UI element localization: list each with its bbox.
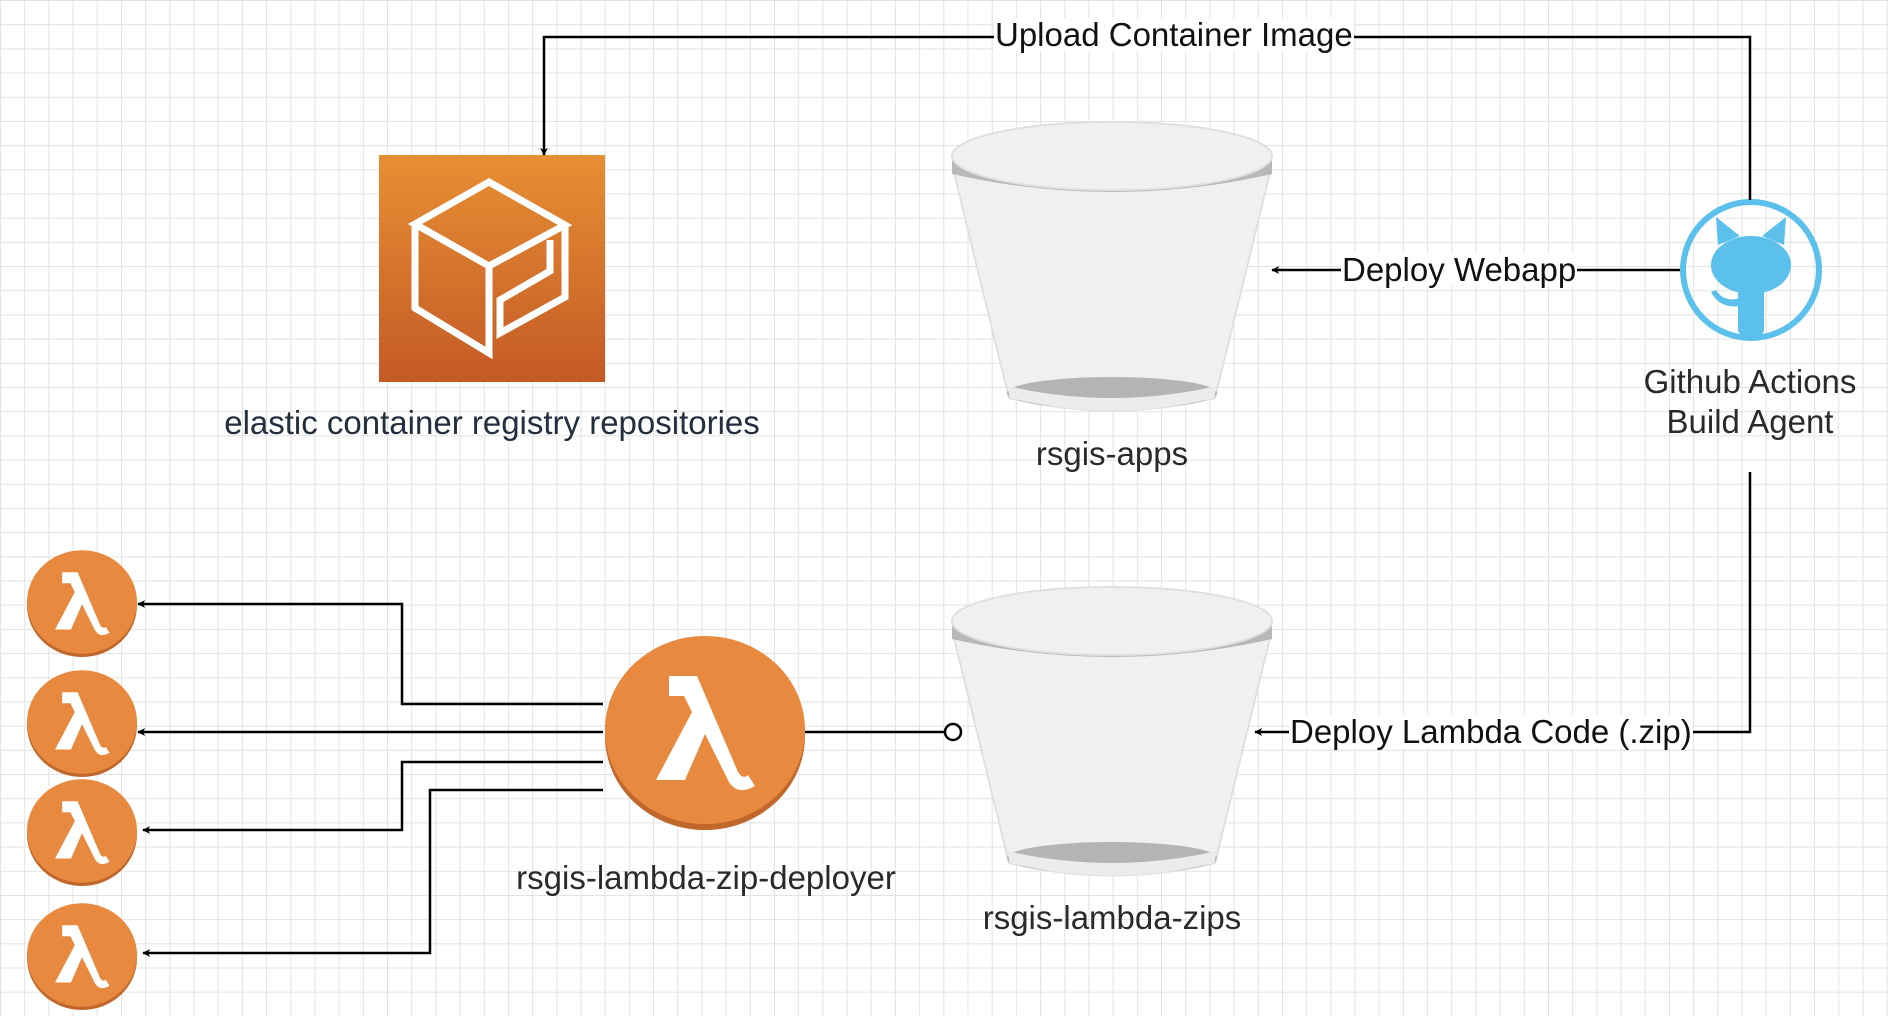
edge-label-upload: Upload Container Image — [994, 16, 1354, 53]
deployer-label: rsgis-lambda-zip-deployer — [516, 859, 896, 896]
edge-to-lambda — [137, 600, 603, 706]
edge-deploy-lambda — [1254, 472, 1752, 736]
s3-bucket-icon — [951, 121, 1273, 412]
agent-label: Github Actions Build Agent — [1644, 362, 1857, 441]
bucket-label-apps: rsgis-apps — [1035, 435, 1189, 472]
edge-to-lambda — [142, 760, 603, 834]
agent-label-line: Github Actions — [1643, 363, 1857, 400]
bucket-label-zips: rsgis-lambda-zips — [982, 899, 1242, 936]
lambda-icon — [26, 903, 137, 1010]
lambda-icon — [26, 550, 137, 657]
edge-to-lambda — [142, 788, 603, 957]
lambda-icon — [26, 779, 137, 886]
edge-label-deploy-webapp: Deploy Webapp — [1341, 251, 1578, 288]
ecr-icon — [379, 155, 605, 382]
github-icon — [1680, 199, 1822, 341]
agent-label-line: Build Agent — [1666, 402, 1834, 440]
lambda-icon — [605, 636, 805, 830]
ecr-label: elastic container registry repositories — [224, 404, 760, 441]
lambda-icon — [26, 670, 137, 777]
connector-endpoint — [943, 722, 963, 742]
edge-label-deploy-lambda: Deploy Lambda Code (.zip) — [1289, 713, 1693, 750]
s3-bucket-icon — [951, 586, 1273, 877]
